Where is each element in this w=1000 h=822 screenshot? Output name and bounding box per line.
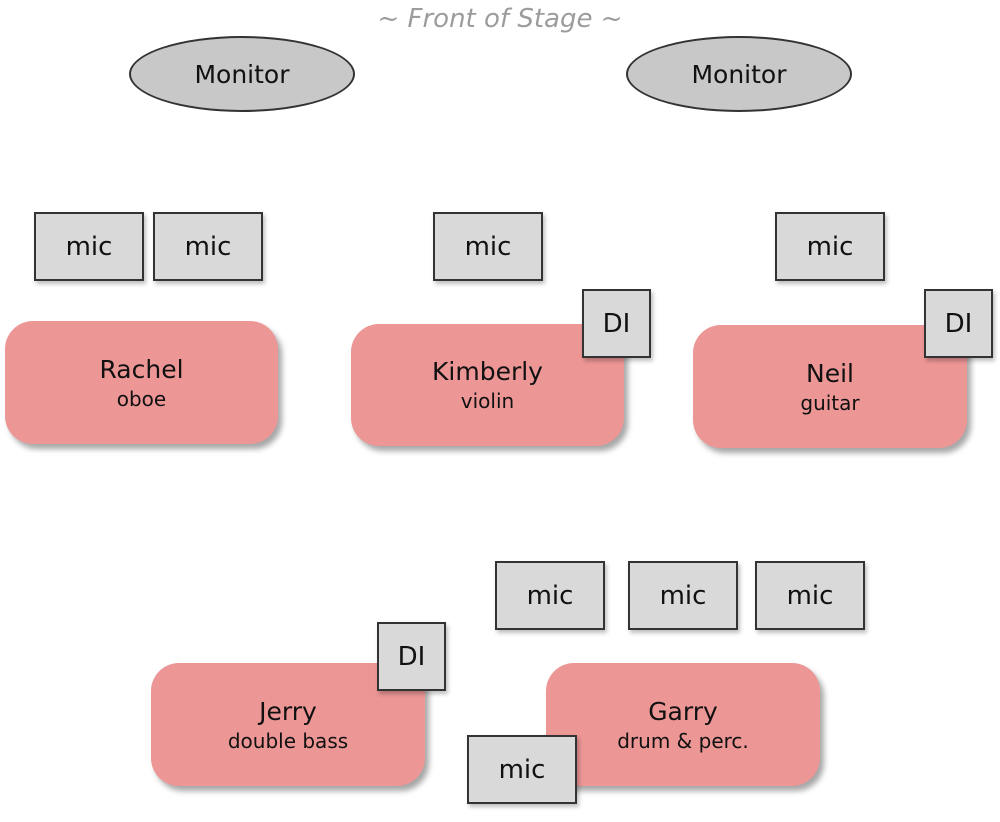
- mic-box: mic: [495, 561, 605, 630]
- monitor-label: Monitor: [194, 59, 290, 89]
- player-name: Kimberly: [432, 357, 543, 386]
- player-rachel: Rachel oboe: [5, 321, 278, 444]
- mic-box: mic: [628, 561, 738, 630]
- player-instrument: double bass: [227, 728, 349, 753]
- di-box: DI: [924, 289, 993, 358]
- mic-box: mic: [467, 735, 577, 804]
- player-name: Jerry: [259, 696, 317, 726]
- player-neil: Neil guitar: [693, 325, 967, 448]
- mic-box: mic: [755, 561, 865, 630]
- mic-box: mic: [153, 212, 263, 281]
- player-instrument: violin: [460, 389, 515, 413]
- di-box: DI: [377, 622, 446, 691]
- player-instrument: guitar: [800, 390, 860, 415]
- monitor-left: Monitor: [129, 36, 355, 112]
- di-box: DI: [582, 289, 651, 358]
- player-instrument: drum & perc.: [617, 728, 749, 753]
- player-instrument: oboe: [116, 386, 167, 411]
- stage-front-label: ~ Front of Stage ~: [377, 4, 623, 34]
- player-name: Neil: [806, 358, 854, 388]
- player-name: Garry: [648, 696, 718, 726]
- mic-box: mic: [433, 212, 543, 281]
- player-name: Rachel: [99, 354, 184, 384]
- player-kimberly: Kimberly violin: [351, 324, 624, 446]
- mic-box: mic: [775, 212, 885, 281]
- monitor-label: Monitor: [691, 59, 787, 89]
- monitor-right: Monitor: [626, 36, 852, 112]
- mic-box: mic: [34, 212, 144, 281]
- player-garry: Garry drum & perc.: [546, 663, 820, 786]
